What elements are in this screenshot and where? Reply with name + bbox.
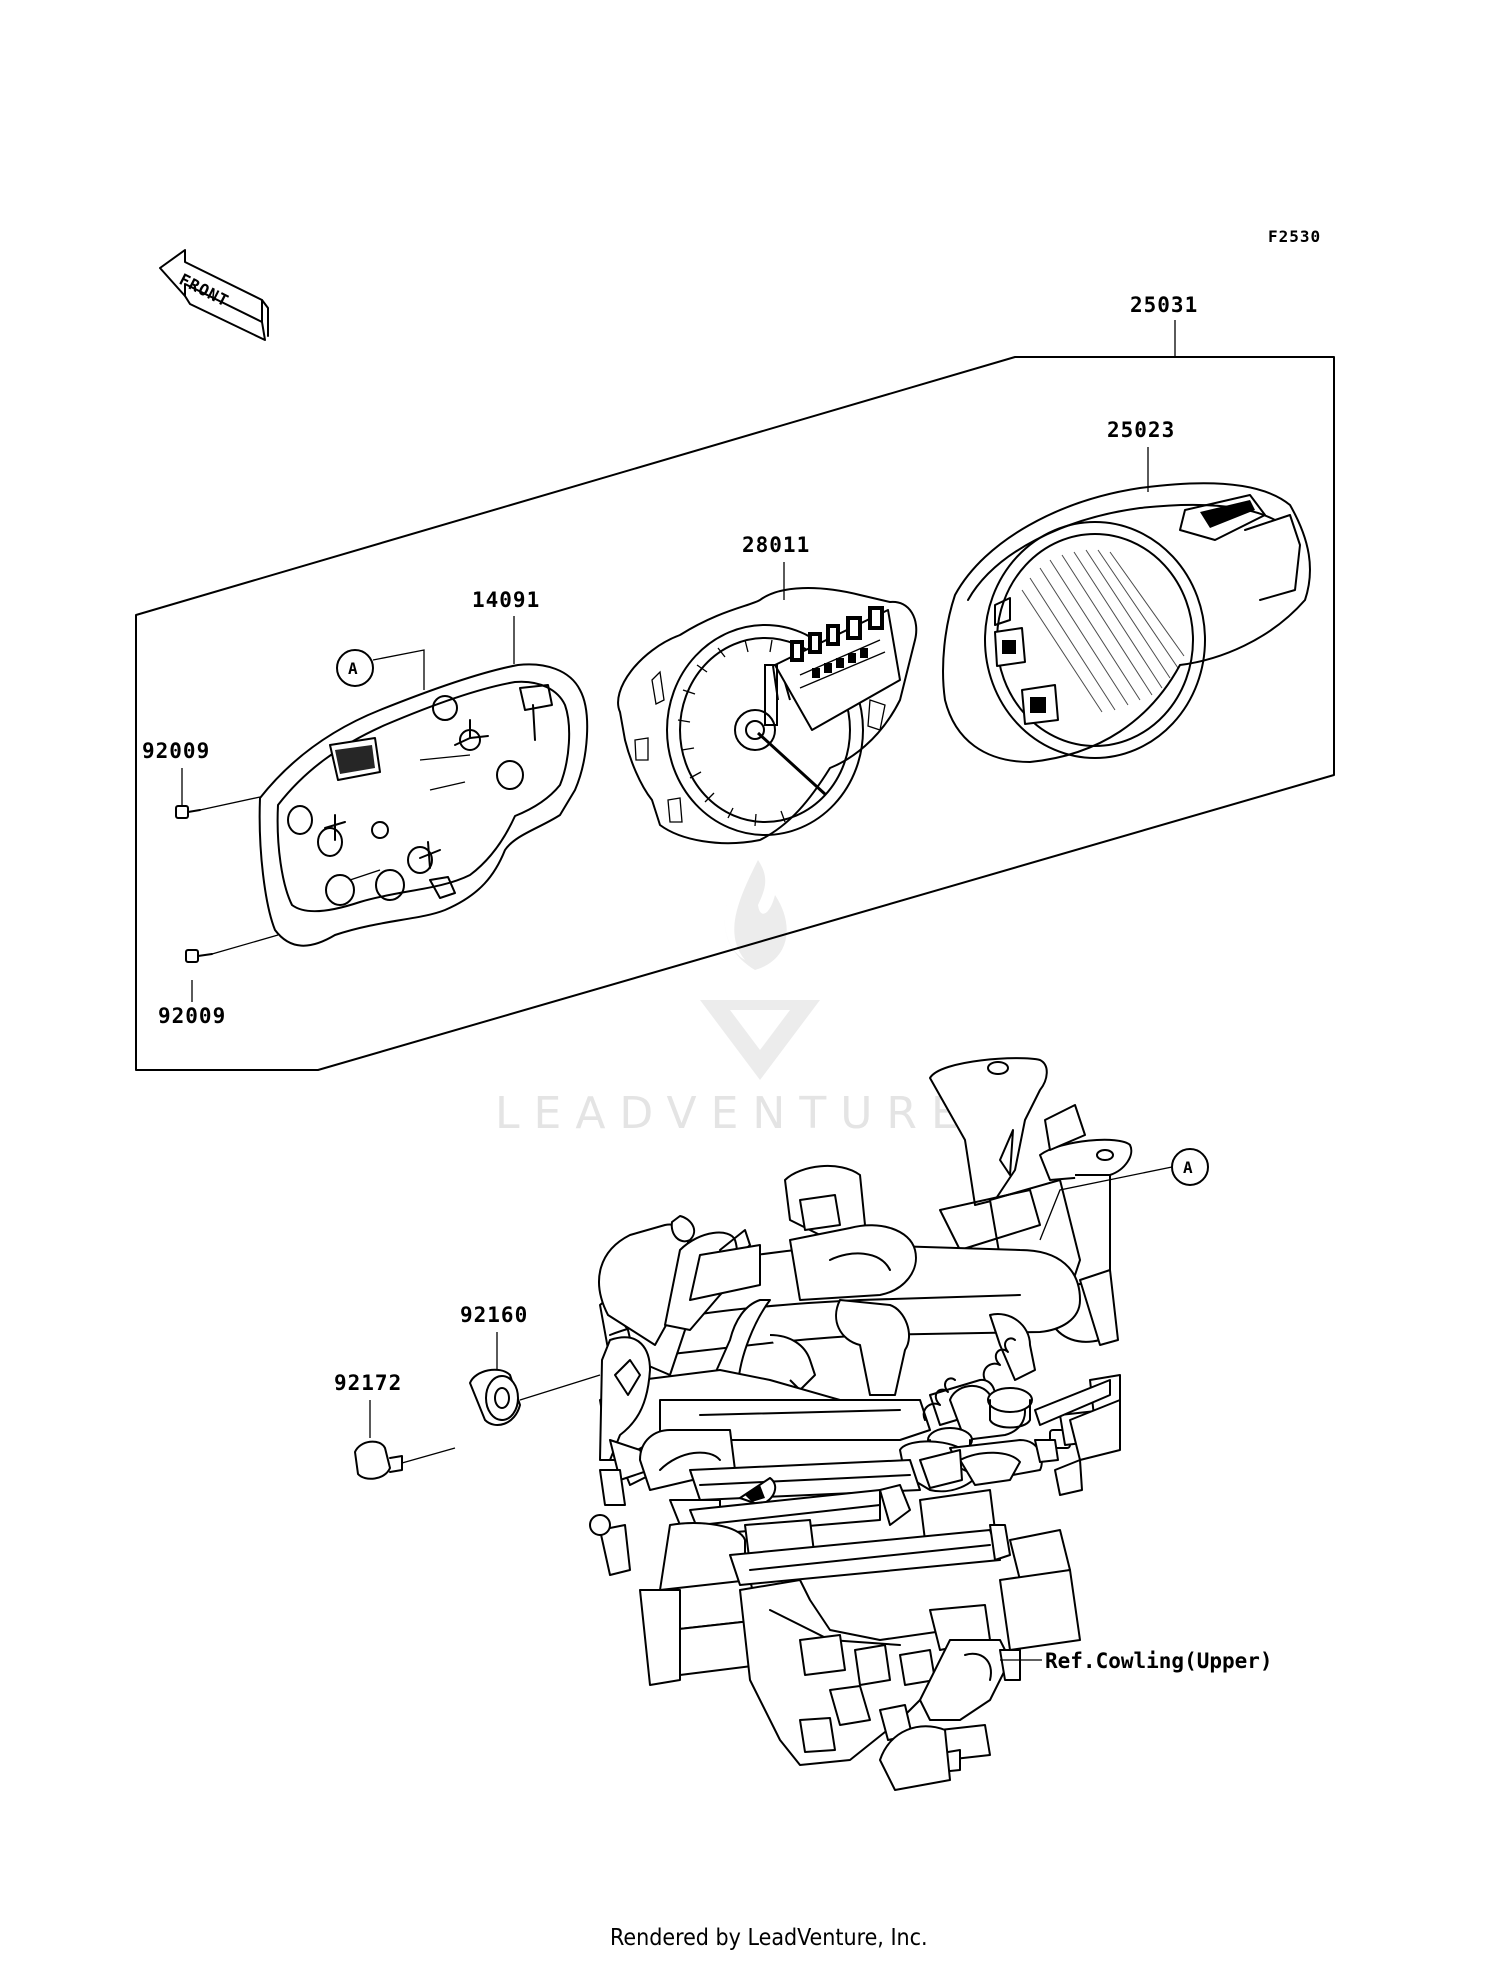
part-label-92009-upper: 92009	[142, 739, 210, 763]
screw-icon-lower	[185, 934, 279, 963]
watermark-logo	[700, 860, 820, 1080]
part-label-25023: 25023	[1107, 418, 1175, 442]
part-label-92160: 92160	[460, 1303, 528, 1327]
meter-case-cover	[942, 482, 1311, 763]
part-label-14091: 14091	[472, 588, 540, 612]
meter-unit	[617, 587, 918, 845]
footer-credit: Rendered by LeadVenture, Inc.	[610, 1925, 928, 1951]
callout-A-upper-circle	[336, 649, 374, 687]
screw-icon-upper	[175, 796, 261, 819]
meter-bracket	[589, 1057, 1133, 1791]
front-arrow-icon: FRONT	[159, 249, 269, 341]
leader-callout-A-upper	[372, 649, 425, 690]
bolt-icon	[354, 1440, 456, 1480]
spring-left	[982, 1337, 1033, 1429]
diagram-code: F2530	[1268, 227, 1321, 246]
part-label-25031: 25031	[1130, 293, 1198, 317]
damper-icon	[469, 1368, 601, 1426]
callout-A-lower: A	[1183, 1158, 1194, 1177]
part-label-92172: 92172	[334, 1371, 402, 1395]
watermark-text: LEADVENTURE	[495, 1088, 973, 1139]
meter-case-lower	[258, 663, 589, 947]
part-label-92009-lower: 92009	[158, 1004, 226, 1028]
reference-note: Ref.Cowling(Upper)	[1045, 1649, 1273, 1673]
callout-A-upper: A	[348, 659, 359, 678]
part-label-28011: 28011	[742, 533, 810, 557]
leader-callout-A-lower	[1039, 1166, 1173, 1241]
assembly-frame	[135, 356, 1335, 1071]
